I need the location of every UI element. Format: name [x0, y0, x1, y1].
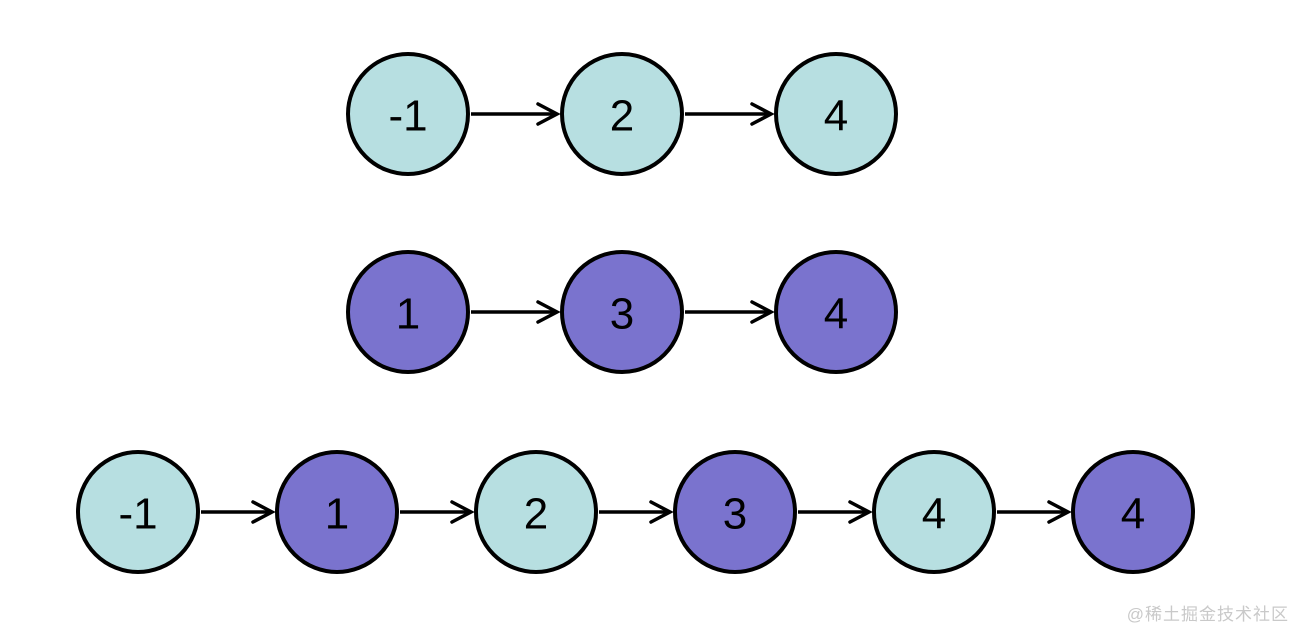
list-node [673, 450, 797, 574]
list-node [560, 52, 684, 176]
node-value: -1 [118, 490, 157, 539]
linked-list-row-list-one: -1 2 4 [346, 52, 898, 176]
list-node [560, 250, 684, 374]
node-value: 4 [922, 490, 946, 539]
node-value: 3 [610, 290, 634, 339]
node-value: 4 [824, 290, 848, 339]
list-node [474, 450, 598, 574]
node-value: 2 [524, 490, 548, 539]
list-node [774, 52, 898, 176]
node-value: 3 [723, 490, 747, 539]
list-node [275, 450, 399, 574]
node-value: 1 [325, 490, 349, 539]
watermark: @稀土掘金技术社区 [1126, 605, 1289, 624]
node-value: 4 [824, 92, 848, 141]
list-node [346, 250, 470, 374]
linked-list-row-list-two: 1 3 4 [346, 250, 898, 374]
node-value: 2 [610, 92, 634, 141]
list-node [774, 250, 898, 374]
node-value: -1 [388, 92, 427, 141]
list-node [1071, 450, 1195, 574]
list-node [872, 450, 996, 574]
list-node [76, 450, 200, 574]
linked-list-row-merged-list: -1 1 2 3 4 4 [76, 450, 1195, 574]
list-node [346, 52, 470, 176]
node-value: 1 [396, 290, 420, 339]
node-value: 4 [1121, 490, 1145, 539]
